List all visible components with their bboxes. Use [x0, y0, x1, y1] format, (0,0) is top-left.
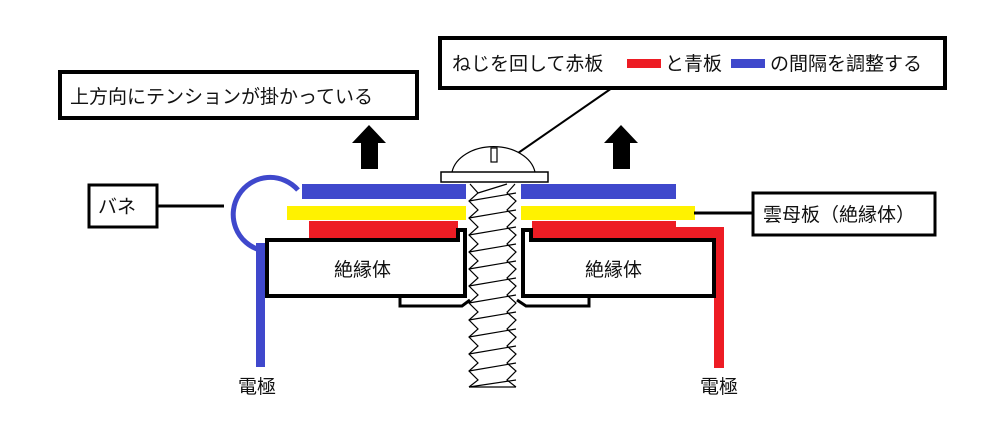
screw-adjust-callout: ねじを回して赤板 と青板 の間隔を調整する: [438, 36, 947, 90]
right-red-plate-and-electrode: [532, 221, 724, 368]
mica-callout-box: [751, 191, 937, 237]
red-plate-swatch: [627, 59, 661, 68]
spring-label: バネ: [98, 196, 136, 218]
tension-callout-box: [58, 70, 419, 120]
screw-adjust-text-2: と青板: [665, 53, 722, 75]
left-insulator-label: 絶縁体: [334, 259, 391, 281]
screw-adjust-text-3: の間隔を調整する: [770, 53, 922, 75]
right-insulator: 絶縁体: [516, 228, 716, 308]
right-mica-plate: [521, 206, 695, 220]
screw-callout-leader: [507, 87, 613, 161]
blue-plate-swatch: [731, 59, 765, 68]
screw-icon: [440, 146, 549, 388]
right-electrode-label: 電極: [700, 376, 738, 398]
spring-loop-icon: [230, 174, 300, 253]
left-red-plate: [309, 221, 458, 238]
screw-adjust-text-1: ねじを回して赤板: [452, 53, 603, 75]
tension-callout: 上方向にテンションが掛かっている: [58, 70, 419, 120]
left-electrode-wire: [256, 243, 265, 367]
right-blue-plate: [521, 184, 676, 199]
mica-label: 雲母板（絶縁体）: [763, 204, 915, 226]
spring-callout: バネ: [87, 183, 224, 229]
left-insulator: 絶縁体: [265, 228, 471, 308]
up-arrow-icon: [352, 125, 386, 169]
tension-text: 上方向にテンションが掛かっている: [70, 86, 373, 108]
spring-callout-box: [87, 183, 159, 229]
screw-adjust-callout-box: [438, 36, 947, 90]
up-arrow-icon: [604, 125, 638, 169]
mica-callout: 雲母板（絶縁体）: [694, 191, 937, 237]
right-insulator-label: 絶縁体: [585, 259, 642, 281]
left-mica-plate: [287, 206, 466, 220]
left-blue-plate: [302, 184, 466, 199]
left-electrode-label: 電極: [238, 376, 276, 398]
